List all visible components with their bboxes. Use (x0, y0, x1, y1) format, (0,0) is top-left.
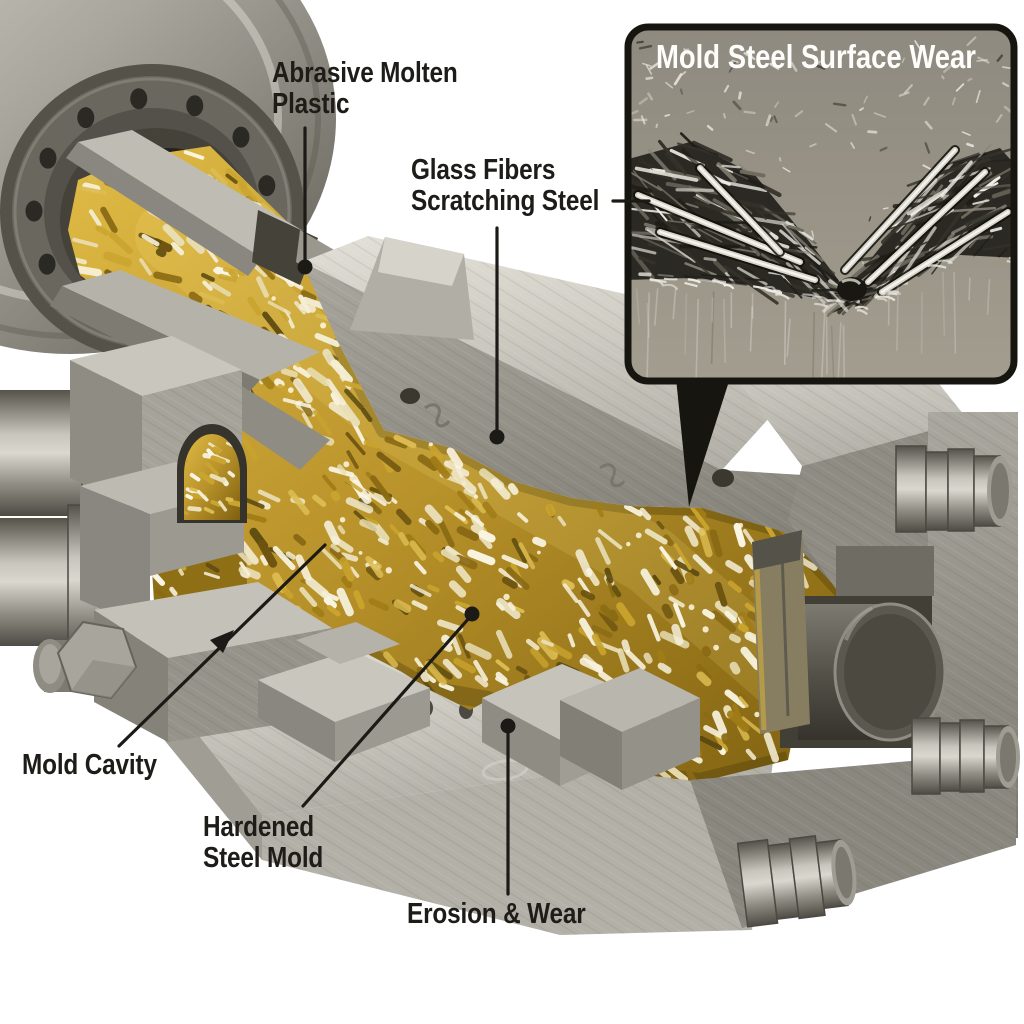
label-abrasive-molten-plastic: Abrasive Molten Plastic (272, 57, 458, 120)
guide-pin-top (895, 445, 1013, 533)
guide-pin-bottom (736, 835, 857, 928)
leader-dot-abrasive (297, 259, 313, 275)
label-erosion-and-wear: Erosion & Wear (407, 898, 586, 930)
label-glass-fibers-scratching-steel: Glass Fibers Scratching Steel (411, 154, 600, 217)
leader-hardened (301, 615, 472, 808)
core-cylinder (798, 602, 947, 742)
leader-dot-hardened (464, 606, 480, 622)
leader-arrowhead-mold-cavity (210, 630, 234, 653)
mold-boss (350, 237, 474, 340)
sprue-flow (184, 441, 240, 515)
guide-pin-right (911, 717, 1020, 795)
mold-hole (400, 388, 420, 404)
inset-pointer (676, 378, 730, 507)
insert-blocks (258, 622, 700, 790)
label-hardened-steel-mold: Hardened Steel Mold (203, 811, 324, 874)
inset-micrograph (628, 27, 1014, 381)
label-mold-cavity: Mold Cavity (22, 749, 157, 781)
insert-block-3 (560, 668, 700, 790)
sprue-arch (177, 424, 247, 523)
mold-hole (712, 469, 734, 487)
leader-lines (117, 126, 651, 896)
leader-dot-erosion (500, 718, 516, 734)
wear-inset: Mold Steel Surface Wear (624, 23, 1018, 507)
cavity-gate-post (752, 530, 810, 734)
inset-title: Mold Steel Surface Wear (656, 38, 976, 75)
leader-dot-glass (489, 429, 505, 445)
inset-frame (624, 23, 1018, 385)
hex-bolt (33, 620, 138, 700)
